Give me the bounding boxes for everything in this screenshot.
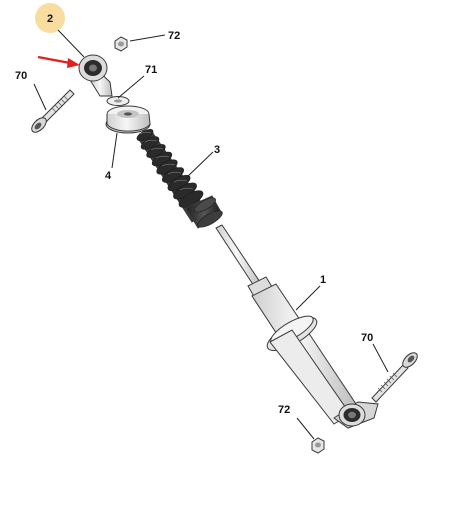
callout-71: 71 bbox=[145, 64, 157, 76]
callout-1: 1 bbox=[320, 274, 326, 286]
top-nut[interactable] bbox=[114, 36, 128, 52]
callout-70-top: 70 bbox=[15, 70, 27, 82]
top-bolt[interactable] bbox=[29, 89, 75, 135]
callout-2: 2 bbox=[47, 13, 53, 25]
callout-72-top: 72 bbox=[168, 30, 180, 42]
washer[interactable] bbox=[106, 96, 130, 106]
leader-lines bbox=[33, 29, 389, 440]
shock-absorber[interactable] bbox=[215, 224, 379, 429]
callout-3: 3 bbox=[214, 144, 220, 156]
bottom-nut[interactable] bbox=[311, 437, 325, 454]
top-mount[interactable] bbox=[105, 105, 151, 134]
callout-70-bottom: 70 bbox=[361, 332, 373, 344]
top-bush[interactable] bbox=[78, 54, 113, 97]
red-arrow bbox=[37, 55, 80, 68]
callout-4: 4 bbox=[105, 170, 112, 182]
highlight-circle bbox=[35, 3, 65, 33]
callout-72-bottom: 72 bbox=[278, 404, 290, 416]
bottom-bolt[interactable] bbox=[371, 350, 420, 403]
dust-boot[interactable] bbox=[135, 127, 224, 230]
